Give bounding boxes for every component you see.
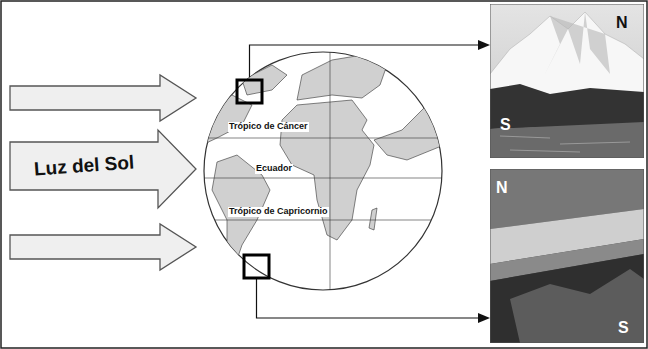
arrowhead	[478, 40, 490, 50]
photo-panel: NS	[490, 4, 644, 158]
photo-southern	[490, 169, 644, 343]
latitude-label: Trópico de Capricornio	[228, 207, 329, 217]
arrowhead	[478, 313, 490, 323]
globe-drawing	[202, 50, 444, 292]
compass-letter: N	[496, 179, 508, 197]
globe: Trópico de CáncerEcuadorTrópico de Capri…	[202, 50, 444, 292]
compass-letter: S	[618, 319, 629, 337]
compass-letter: S	[500, 116, 511, 134]
compass-letter: N	[616, 14, 628, 32]
photo-panel: NS	[490, 169, 644, 343]
latitude-label: Trópico de Cáncer	[228, 122, 309, 132]
sunlight-arrow	[10, 224, 196, 270]
sunlight-arrow: Luz del Sol	[8, 128, 198, 210]
latitude-label: Ecuador	[255, 164, 293, 174]
sunlight-arrow	[10, 75, 196, 121]
